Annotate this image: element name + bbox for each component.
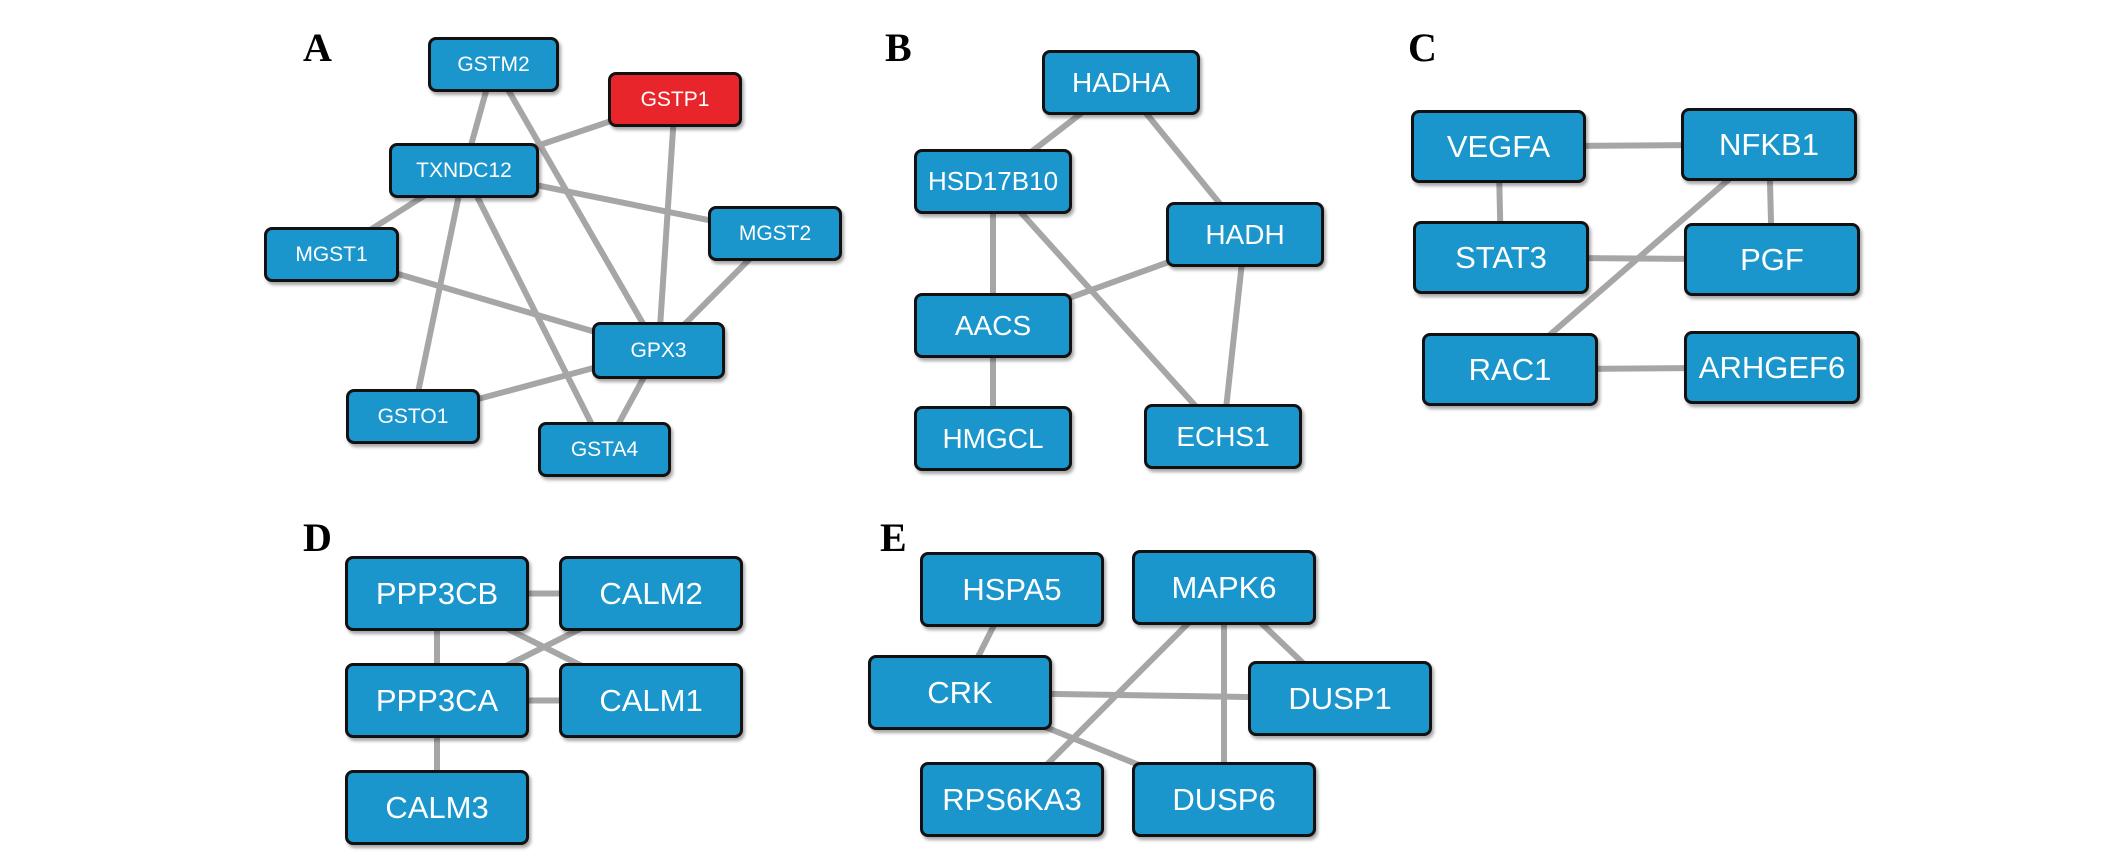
node-gstp1: GSTP1 <box>608 72 742 127</box>
node-gsta4: GSTA4 <box>538 422 671 477</box>
node-ppp3cb: PPP3CB <box>345 556 529 631</box>
edge-txndc12-gsto1 <box>410 169 467 418</box>
node-crk: CRK <box>868 655 1052 730</box>
node-dusp6: DUSP6 <box>1132 762 1316 837</box>
node-dusp1: DUSP1 <box>1248 661 1432 736</box>
node-hspa5: HSPA5 <box>920 552 1104 627</box>
node-mgst2: MGST2 <box>708 206 842 261</box>
node-hmgcl: HMGCL <box>914 406 1072 471</box>
node-rac1: RAC1 <box>1422 333 1598 406</box>
node-calm2: CALM2 <box>559 556 743 631</box>
edge-hadh-echs1 <box>1220 234 1248 437</box>
edge-gstm2-gpx3 <box>490 63 662 352</box>
node-mapk6: MAPK6 <box>1132 550 1316 625</box>
node-hadh: HADH <box>1166 202 1324 267</box>
node-hadha: HADHA <box>1042 50 1200 115</box>
node-gstm2: GSTM2 <box>428 37 559 92</box>
node-calm3: CALM3 <box>345 770 529 845</box>
node-nfkb1: NFKB1 <box>1681 108 1857 181</box>
node-calm1: CALM1 <box>559 663 743 738</box>
node-ppp3ca: PPP3CA <box>345 663 529 738</box>
node-txndc12: TXNDC12 <box>389 143 539 198</box>
node-aacs: AACS <box>914 293 1072 358</box>
edge-gstp1-gpx3 <box>655 99 678 351</box>
panel-label-e: E <box>880 515 907 560</box>
node-mgst1: MGST1 <box>264 227 399 282</box>
node-vegfa: VEGFA <box>1411 110 1586 183</box>
panel-label-d: D <box>303 515 332 560</box>
edge-hsd17b10-echs1 <box>990 179 1226 439</box>
node-pgf: PGF <box>1684 223 1860 296</box>
node-gpx3: GPX3 <box>592 322 725 379</box>
edge-txndc12-gsta4 <box>461 169 608 451</box>
node-echs1: ECHS1 <box>1144 404 1302 469</box>
node-hsd17b10: HSD17B10 <box>914 149 1072 214</box>
node-stat3: STAT3 <box>1413 221 1589 294</box>
node-gsto1: GSTO1 <box>346 389 480 444</box>
node-rps6ka3: RPS6KA3 <box>920 762 1104 837</box>
panel-label-b: B <box>885 25 912 70</box>
panel-label-a: A <box>303 25 332 70</box>
node-arhgef6: ARHGEF6 <box>1684 331 1860 404</box>
panel-label-c: C <box>1408 25 1437 70</box>
